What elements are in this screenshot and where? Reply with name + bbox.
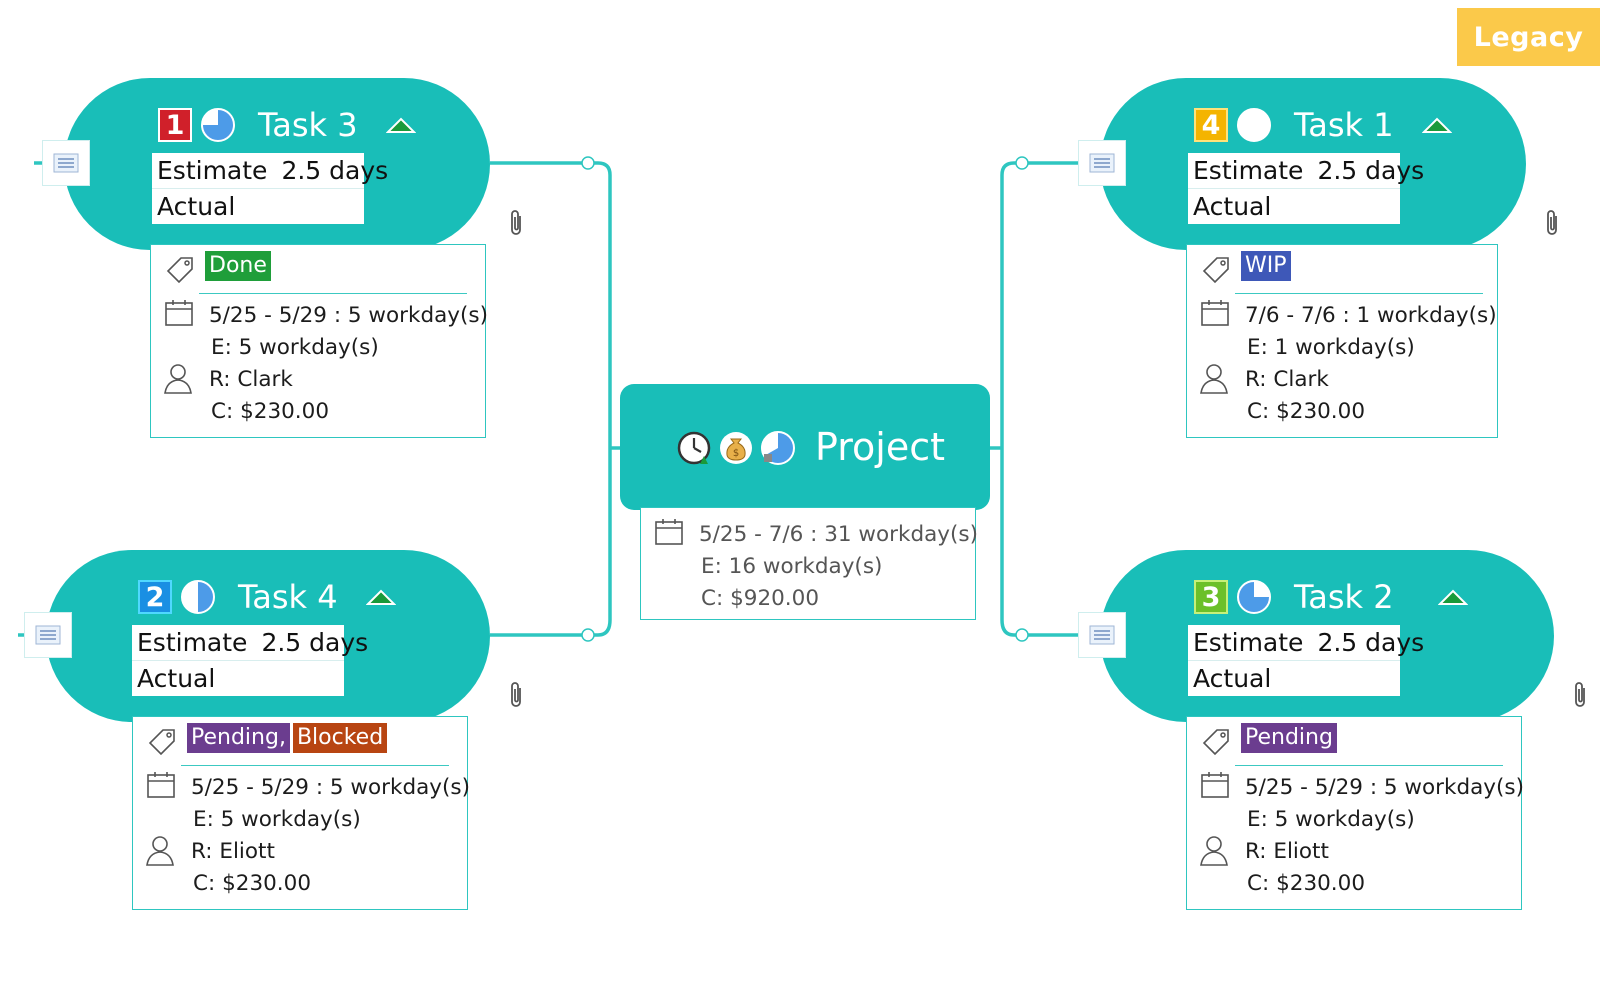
task-resource: R: Eliott xyxy=(191,839,275,864)
task-dates: 5/25 - 5/29 : 5 workday(s) xyxy=(1245,775,1524,800)
actual-label: Actual xyxy=(1193,192,1272,221)
calendar-icon xyxy=(655,519,683,545)
priority-badge: 4 xyxy=(1194,108,1228,142)
paperclip-icon[interactable] xyxy=(508,680,526,710)
paperclip-icon[interactable] xyxy=(1544,208,1562,238)
calendar-icon xyxy=(1201,772,1229,798)
pie-progress-icon xyxy=(201,108,235,142)
estimate-value: 2.5 days xyxy=(1317,156,1425,185)
status-tag-pending: Pending, xyxy=(187,723,290,753)
task-3-info-card: Done 5/25 - 5/29 : 5 workday(s) E: 5 wor… xyxy=(150,244,488,438)
estimate-label: Estimate xyxy=(157,156,268,185)
notes-icon[interactable] xyxy=(24,612,72,658)
project-info-card: 5/25 - 7/6 : 31 workday(s) E: 16 workday… xyxy=(640,507,978,620)
task-2-info-card: Pending 5/25 - 5/29 : 5 workday(s) E: 5 … xyxy=(1186,716,1524,910)
person-icon xyxy=(1200,364,1228,394)
task-cost: C: $230.00 xyxy=(193,871,311,896)
person-icon xyxy=(1200,836,1228,866)
task-cost: C: $230.00 xyxy=(211,399,329,424)
task-3-header: 1 Task 3 xyxy=(158,102,416,148)
task-cost: C: $230.00 xyxy=(1247,399,1365,424)
task-1-header: 4 Task 1 xyxy=(1194,102,1452,148)
priority-badge: 2 xyxy=(138,580,172,614)
task-title: Task 1 xyxy=(1294,106,1394,144)
task-dates: 5/25 - 5/29 : 5 workday(s) xyxy=(209,303,488,328)
task-dates: 7/6 - 7/6 : 1 workday(s) xyxy=(1245,303,1497,328)
money-bag-icon: $ xyxy=(720,432,752,464)
status-tag-pending: Pending xyxy=(1241,723,1337,753)
calendar-icon xyxy=(165,300,193,326)
pie-progress-icon xyxy=(1237,580,1271,614)
collapse-triangle-icon[interactable] xyxy=(1437,588,1468,606)
task-effort: E: 5 workday(s) xyxy=(1247,807,1415,832)
actual-label: Actual xyxy=(157,192,236,221)
task-cost: C: $230.00 xyxy=(1247,871,1365,896)
estimate-label: Estimate xyxy=(137,628,248,657)
project-effort: E: 16 workday(s) xyxy=(701,554,883,579)
project-title: Project xyxy=(815,425,946,469)
calendar-icon xyxy=(147,772,175,798)
collapse-triangle-icon[interactable] xyxy=(365,588,396,606)
task-dates: 5/25 - 5/29 : 5 workday(s) xyxy=(191,775,470,800)
tag-icon xyxy=(166,257,193,284)
pie-progress-icon xyxy=(181,580,215,614)
clock-progress-icon xyxy=(677,431,711,465)
status-tag-wip: WIP xyxy=(1241,251,1291,281)
task-4-info-card: Pending, Blocked 5/25 - 5/29 : 5 workday… xyxy=(132,716,470,910)
task-resource: R: Eliott xyxy=(1245,839,1329,864)
task-title: Task 2 xyxy=(1294,578,1394,616)
task-1-info-card: WIP 7/6 - 7/6 : 1 workday(s) E: 1 workda… xyxy=(1186,244,1498,438)
task-resource: R: Clark xyxy=(1245,367,1329,392)
tag-icon xyxy=(1202,729,1229,756)
paperclip-icon[interactable] xyxy=(508,208,526,238)
priority-badge: 3 xyxy=(1194,580,1228,614)
estimate-label: Estimate xyxy=(1193,628,1304,657)
actual-label: Actual xyxy=(137,664,216,693)
task-2-header: 3 Task 2 xyxy=(1194,574,1468,620)
paperclip-icon[interactable] xyxy=(1572,680,1590,710)
estimate-value: 2.5 days xyxy=(1317,628,1425,657)
notes-icon[interactable] xyxy=(42,140,90,186)
task-effort: E: 1 workday(s) xyxy=(1247,335,1415,360)
calendar-icon xyxy=(1201,300,1229,326)
status-tag-done: Done xyxy=(205,251,271,281)
task-4-header: 2 Task 4 xyxy=(138,574,396,620)
estimate-value: 2.5 days xyxy=(281,156,389,185)
task-4-estimate-box: Estimate 2.5 days Actual xyxy=(132,625,368,696)
svg-text:$: $ xyxy=(733,448,739,459)
person-icon xyxy=(146,836,174,866)
task-3-estimate-box: Estimate 2.5 days Actual xyxy=(152,153,388,224)
pie-progress-icon xyxy=(761,431,795,465)
person-icon xyxy=(164,364,192,394)
task-1-estimate-box: Estimate 2.5 days Actual xyxy=(1188,153,1424,224)
collapse-triangle-icon[interactable] xyxy=(1421,116,1452,134)
pie-progress-icon xyxy=(1237,108,1271,142)
collapse-triangle-icon[interactable] xyxy=(385,116,416,134)
task-effort: E: 5 workday(s) xyxy=(193,807,361,832)
legacy-badge: Legacy xyxy=(1457,8,1600,66)
notes-icon[interactable] xyxy=(1078,140,1126,186)
task-resource: R: Clark xyxy=(209,367,293,392)
tag-icon xyxy=(1202,257,1229,284)
project-cost: C: $920.00 xyxy=(701,586,819,611)
task-title: Task 4 xyxy=(238,578,338,616)
task-title: Task 3 xyxy=(258,106,358,144)
status-tag-blocked: Blocked xyxy=(292,723,388,753)
estimate-label: Estimate xyxy=(1193,156,1304,185)
project-dates: 5/25 - 7/6 : 31 workday(s) xyxy=(699,522,978,547)
estimate-value: 2.5 days xyxy=(261,628,369,657)
notes-icon[interactable] xyxy=(1078,612,1126,658)
task-effort: E: 5 workday(s) xyxy=(211,335,379,360)
task-2-estimate-box: Estimate 2.5 days Actual xyxy=(1188,625,1424,696)
actual-label: Actual xyxy=(1193,664,1272,693)
priority-badge: 1 xyxy=(158,108,192,142)
tag-icon xyxy=(148,729,175,756)
